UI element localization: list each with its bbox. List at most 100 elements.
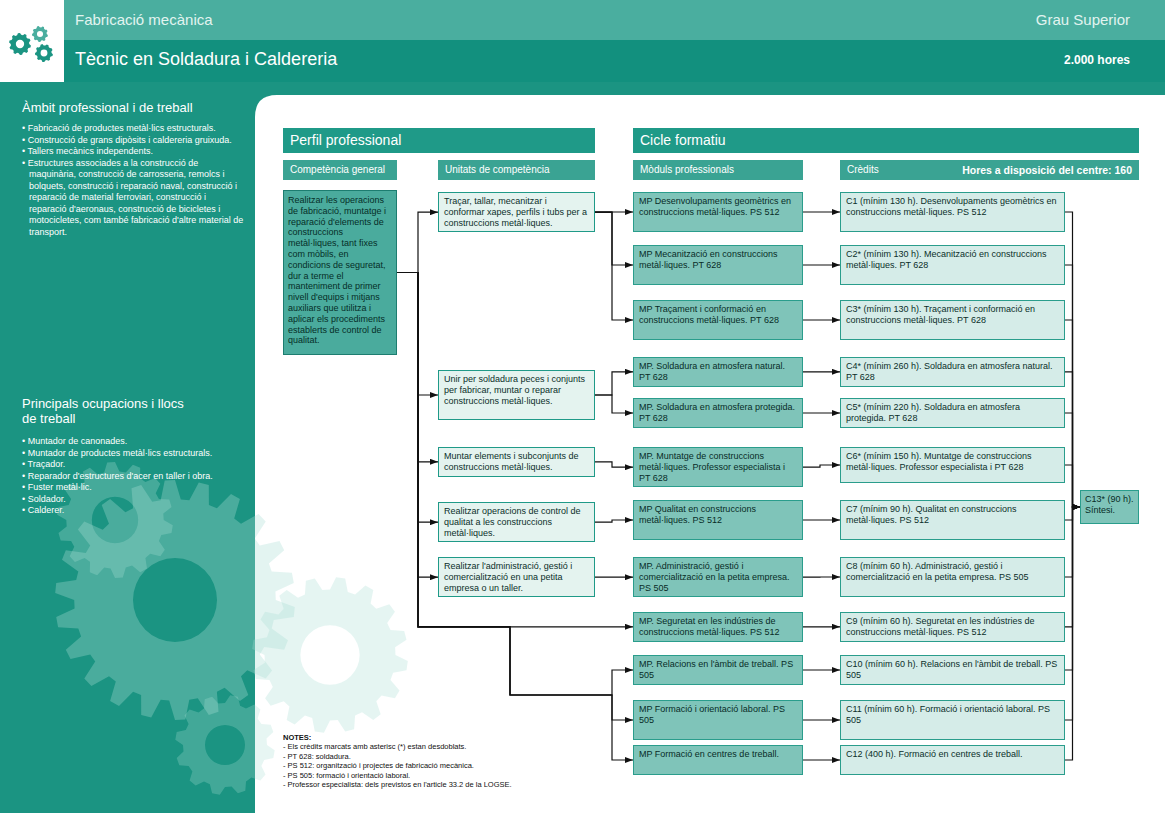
- connector: [803, 371, 840, 372]
- module-box: MP Formació i orientació laboral. PS 505: [633, 700, 803, 740]
- column-header: Competència general: [283, 160, 397, 180]
- label-text: • Fabricació de productes metàl·lics est…: [22, 123, 244, 135]
- connector: [803, 211, 840, 212]
- connector: [595, 577, 633, 578]
- unit-box: Traçar, tallar, mecanitzar i conformar x…: [438, 192, 595, 232]
- connector: [803, 626, 840, 627]
- gear-shape: [35, 44, 53, 62]
- label-text: • Reparador d'estructures d'acer en tall…: [22, 471, 244, 483]
- module-box: MP. Administració, gestió i comercialitz…: [633, 557, 803, 597]
- module-box: MP Formació en centres de treball.: [633, 745, 803, 775]
- text-group: Àmbit professional i de treball • Fabrica…: [22, 100, 244, 238]
- label-text: - Els crèdits marcats amb asterisc (*) e…: [283, 742, 623, 751]
- connector: [1065, 507, 1080, 760]
- node-text: C3* (mínim 130 h). Traçament i conformac…: [846, 304, 1059, 326]
- credit-box: C5* (mínim 220 h). Soldadura en atmosfer…: [840, 398, 1065, 428]
- node-text: Realitzar operacions de control de quali…: [444, 506, 589, 538]
- node-text: Crèdits: [847, 164, 879, 176]
- label-text: • Soldador.: [22, 494, 244, 506]
- connector: [803, 576, 840, 577]
- credit-box: C8 (mínim 60 h). Administració, gestió i…: [840, 557, 1065, 597]
- credit-box: C13* (90 h). Síntesi.: [1080, 490, 1139, 524]
- connector: [397, 273, 633, 721]
- label-text: - PS 512: organització i projectes de fa…: [283, 761, 623, 770]
- label-text: Grau Superior: [900, 11, 1130, 28]
- label-text: • Construcció de grans dipòsits i calder…: [22, 135, 244, 147]
- connector: [397, 273, 633, 627]
- page-title: Tècnic en Soldadura i Caldereria: [75, 49, 1165, 70]
- label-text: Principals ocupacions i llocs de treball: [22, 396, 197, 426]
- node-text: Traçar, tallar, mecanitzar i conformar x…: [444, 196, 589, 228]
- connector: [803, 465, 840, 467]
- node-text: C13* (90 h). Síntesi.: [1085, 494, 1134, 516]
- connector: [1065, 212, 1080, 507]
- logo-ground: [0, 0, 64, 82]
- credit-box: C7 (mínim 90 h). Qualitat en construccio…: [840, 500, 1065, 540]
- connector: [397, 273, 633, 696]
- unit-box: Muntar elements i subconjunts de constru…: [438, 447, 595, 477]
- connector: [595, 372, 633, 395]
- node-text: MP. Seguretat en les indústries de const…: [639, 616, 797, 638]
- node-text: Realitzar l'administració, gestió i come…: [444, 561, 589, 593]
- label-text: Àmbit professional i de treball: [22, 100, 244, 115]
- label-text: • Muntador de canonades.: [22, 436, 244, 448]
- gear-shape: [175, 695, 274, 794]
- connector: [595, 520, 633, 522]
- node-text: MP Formació en centres de treball.: [639, 749, 797, 760]
- node-text: MP Formació i orientació laboral. PS 505: [639, 704, 797, 726]
- module-box: MP. Soldadura en atmosfera natural. PT 6…: [633, 357, 803, 387]
- label-text: • Muntador de productes metàl·lics estru…: [22, 448, 244, 460]
- credit-box: C6* (mínim 150 h). Muntatge de construcc…: [840, 447, 1065, 483]
- label-text: 2.000 hores: [960, 53, 1130, 67]
- connector: [803, 319, 840, 320]
- node-text: C6* (mínim 150 h). Muntatge de construcc…: [846, 451, 1059, 473]
- node-text: MP Desenvolupaments geomètrics en constr…: [639, 196, 797, 218]
- credit-box: C10 (mínim 60 h). Relacions en l'àmbit d…: [840, 655, 1065, 685]
- node-text: MP Qualitat en construccions metàl·lique…: [639, 504, 797, 526]
- connector: [595, 462, 633, 467]
- node-text: Hores a disposició del centre: 160: [962, 164, 1132, 176]
- module-box: MP Desenvolupaments geomètrics en constr…: [633, 192, 803, 232]
- label-text: • Fuster metàl·lic.: [22, 482, 244, 494]
- module-box: MP. Soldadura en atmosfera protegida. PT…: [633, 398, 803, 428]
- connector: [1065, 465, 1080, 507]
- connector: [803, 759, 840, 760]
- node-text: Unitats de competència: [445, 164, 588, 175]
- node-text: C1 (mínim 130 h). Desenvolupaments geomè…: [846, 196, 1059, 218]
- column-header: Unitats de competència: [438, 160, 595, 180]
- label-text: - PS 505: formació i orientació laboral.: [283, 771, 623, 780]
- section-header: Cicle formatiu: [633, 128, 1139, 153]
- node-text: Perfil professional: [290, 132, 588, 148]
- unit-box: Realitzar operacions de control de quali…: [438, 502, 595, 542]
- credit-box: C11 (mínim 60 h). Formació i orientació …: [840, 700, 1065, 740]
- module-box: MP. Seguretat en les indústries de const…: [633, 612, 803, 642]
- label-text: - PT 628: soldadura.: [283, 752, 623, 761]
- main-ground: [255, 95, 1165, 813]
- node-text: C7 (mínim 90 h). Qualitat en construccio…: [846, 504, 1059, 526]
- gear-shape: [252, 577, 408, 733]
- label-text: • Calderer.: [22, 505, 244, 517]
- module-box: MP Qualitat en construccions metàl·lique…: [633, 500, 803, 540]
- column-header: Mòduls professionals: [633, 160, 803, 180]
- text-group: NOTES:- Els crèdits marcats amb asterisc…: [283, 733, 623, 789]
- credit-box: C3* (mínim 130 h). Traçament i conformac…: [840, 300, 1065, 340]
- gear-shape: [32, 26, 48, 42]
- node-text: C4* (mínim 260 h). Soldadura en atmosfer…: [846, 361, 1059, 383]
- connector: [595, 212, 633, 265]
- node-text: MP. Soldadura en atmosfera protegida. PT…: [639, 402, 797, 424]
- node-text: Mòduls professionals: [640, 164, 796, 175]
- unit-box: Realitzar l'administració, gestió i come…: [438, 557, 595, 597]
- node-text: MP Mecanització en construccions metàl·l…: [639, 249, 797, 271]
- module-box: MP Traçament i conformació en construcci…: [633, 300, 803, 340]
- credit-box: C1 (mínim 130 h). Desenvolupaments geomè…: [840, 192, 1065, 232]
- node-text: C2* (mínim 130 h). Mecanització en const…: [846, 249, 1059, 271]
- label-text: • Traçador.: [22, 459, 244, 471]
- node-text: Cicle formatiu: [640, 132, 1132, 148]
- node-text: C9 (mínim 60 h). Seguretat en les indúst…: [846, 616, 1059, 638]
- node-text: Competència general: [290, 164, 390, 175]
- competence-box: Realitzar les operacions de fabricació, …: [283, 190, 397, 355]
- credit-box: C12 (400 h). Formació en centres de treb…: [840, 745, 1065, 775]
- connector: [1065, 265, 1080, 507]
- credit-box: C4* (mínim 260 h). Soldadura en atmosfer…: [840, 357, 1065, 387]
- node-text: Muntar elements i subconjunts de constru…: [444, 451, 589, 473]
